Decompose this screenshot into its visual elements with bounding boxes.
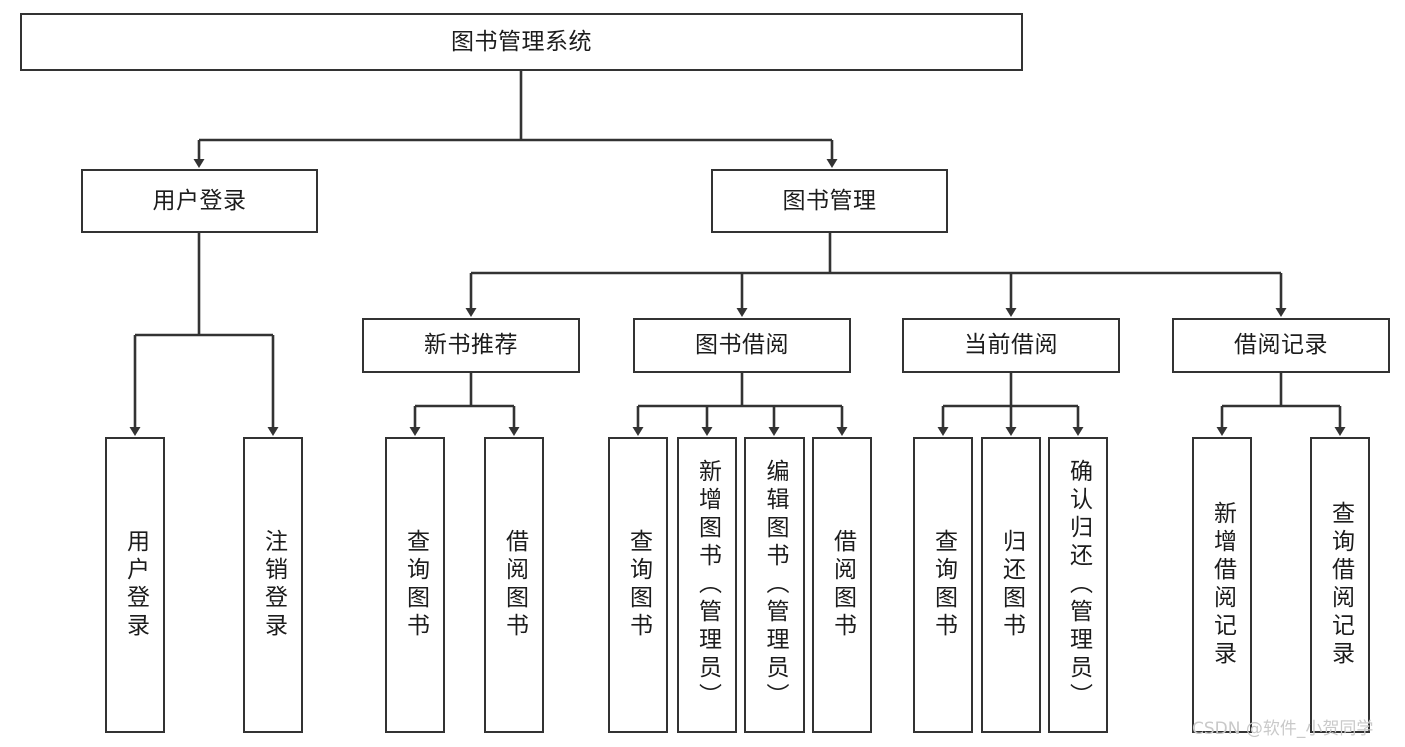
node-recommend-query-book[interactable]: 查询图书 xyxy=(385,437,445,733)
node-user-logout-leaf-label: 注销登录 xyxy=(260,529,287,641)
node-book-borrow-label: 图书借阅 xyxy=(695,332,789,359)
node-user-login-label: 用户登录 xyxy=(152,187,247,214)
node-root-label: 图书管理系统 xyxy=(451,28,592,55)
node-current-borrow[interactable]: 当前借阅 xyxy=(902,318,1120,373)
node-book-management[interactable]: 图书管理 xyxy=(711,169,948,233)
node-borrow-add-book-admin[interactable]: 新增图书（管理员） xyxy=(677,437,737,733)
node-current-confirm-return-admin-label: 确认归还（管理员） xyxy=(1065,459,1092,711)
node-new-book-recommend[interactable]: 新书推荐 xyxy=(362,318,580,373)
node-new-book-recommend-label: 新书推荐 xyxy=(424,332,518,359)
node-current-confirm-return-admin[interactable]: 确认归还（管理员） xyxy=(1048,437,1108,733)
node-recommend-query-book-label: 查询图书 xyxy=(402,529,429,641)
node-record-query[interactable]: 查询借阅记录 xyxy=(1310,437,1370,733)
node-record-add[interactable]: 新增借阅记录 xyxy=(1192,437,1252,733)
node-borrow-borrow-book[interactable]: 借阅图书 xyxy=(812,437,872,733)
node-borrow-edit-book-admin-label: 编辑图书（管理员） xyxy=(762,459,788,711)
node-borrow-query-book[interactable]: 查询图书 xyxy=(608,437,668,733)
node-user-login[interactable]: 用户登录 xyxy=(81,169,318,233)
node-current-return-book-label: 归还图书 xyxy=(998,529,1025,641)
node-borrow-add-book-admin-label: 新增图书（管理员） xyxy=(694,459,721,711)
node-book-management-label: 图书管理 xyxy=(782,187,877,214)
node-recommend-borrow-book[interactable]: 借阅图书 xyxy=(484,437,544,733)
node-recommend-borrow-book-label: 借阅图书 xyxy=(501,529,528,641)
csdn-watermark: CSDN @软件_小贺同学 xyxy=(1192,719,1374,739)
node-user-login-leaf-label: 用户登录 xyxy=(122,529,149,641)
node-current-query-book[interactable]: 查询图书 xyxy=(913,437,973,733)
node-borrow-record[interactable]: 借阅记录 xyxy=(1172,318,1390,373)
node-current-query-book-label: 查询图书 xyxy=(930,529,957,641)
node-root[interactable]: 图书管理系统 xyxy=(20,13,1023,71)
node-user-logout-leaf[interactable]: 注销登录 xyxy=(243,437,303,733)
node-record-add-label: 新增借阅记录 xyxy=(1209,501,1236,669)
node-borrow-borrow-book-label: 借阅图书 xyxy=(829,529,856,641)
node-record-query-label: 查询借阅记录 xyxy=(1327,501,1354,669)
node-book-borrow[interactable]: 图书借阅 xyxy=(633,318,851,373)
node-user-login-leaf[interactable]: 用户登录 xyxy=(105,437,165,733)
node-borrow-query-book-label: 查询图书 xyxy=(625,529,652,641)
node-borrow-record-label: 借阅记录 xyxy=(1234,332,1328,359)
node-current-borrow-label: 当前借阅 xyxy=(964,332,1058,359)
node-borrow-edit-book-admin[interactable]: 编辑图书（管理员） xyxy=(744,437,805,733)
node-current-return-book[interactable]: 归还图书 xyxy=(981,437,1041,733)
